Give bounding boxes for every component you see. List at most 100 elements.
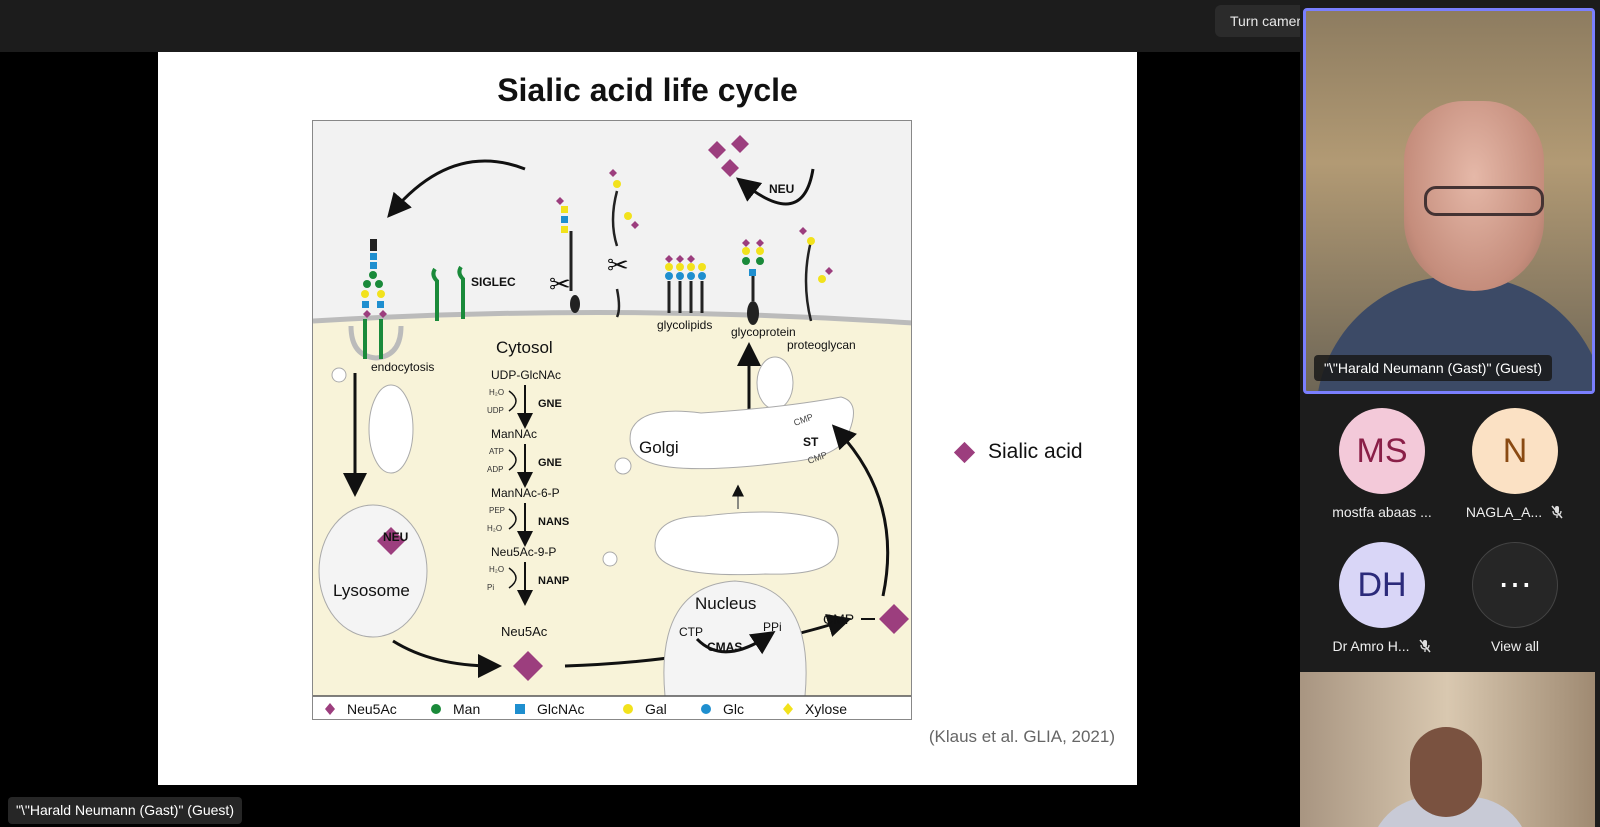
shed-glycan-2 bbox=[609, 169, 639, 229]
legend-marker bbox=[325, 703, 335, 715]
scissors-icon: ✂ bbox=[549, 269, 571, 299]
neu-arrow bbox=[735, 168, 815, 206]
cytosol-label: Cytosol bbox=[496, 338, 553, 357]
avatar: DH bbox=[1339, 542, 1425, 628]
cofactor-out: Pi bbox=[487, 583, 494, 592]
legend-marker bbox=[431, 704, 441, 714]
enzyme-label: GNE bbox=[538, 398, 562, 410]
cofactor-in: ATP bbox=[489, 447, 504, 456]
cofactor-in: H₂O bbox=[489, 565, 504, 574]
legend-label: Glc bbox=[723, 701, 744, 717]
cofactor-curl bbox=[508, 508, 517, 530]
participant-tile[interactable]: DH Dr Amro H... bbox=[1317, 542, 1447, 654]
bottom-bar: "\"Harald Neumann (Gast)" (Guest) bbox=[0, 792, 1300, 827]
cmp-neu5ac-diamond bbox=[879, 604, 909, 634]
cmp-label-right: CMP bbox=[823, 611, 854, 627]
legend-label: Xylose bbox=[805, 701, 847, 717]
recycle-arrow bbox=[387, 159, 526, 218]
participant-tile[interactable]: MS mostfa abaas ... bbox=[1317, 408, 1447, 520]
avatar: MS bbox=[1339, 408, 1425, 494]
legend-label: Gal bbox=[645, 701, 667, 717]
cofactor-curl bbox=[508, 567, 517, 589]
participant-name-row: View all bbox=[1450, 638, 1580, 654]
enzyme-label: NANS bbox=[538, 516, 569, 528]
mic-off-icon bbox=[1418, 639, 1431, 653]
enzyme-label: NANP bbox=[538, 575, 569, 587]
participant-tile[interactable]: N NAGLA_A... bbox=[1450, 408, 1580, 520]
neu-label-lysosome: NEU bbox=[383, 530, 408, 544]
legend-marker bbox=[701, 704, 711, 714]
endocytosed-glycan bbox=[361, 239, 387, 359]
nucleus-label: Nucleus bbox=[695, 594, 756, 613]
speaker-video-glasses bbox=[1424, 186, 1544, 216]
legend-marker bbox=[623, 704, 633, 714]
speaker-name-label: "\"Harald Neumann (Gast)" (Guest) bbox=[1314, 355, 1552, 381]
legend-marker bbox=[515, 704, 525, 714]
neu-label-top: NEU bbox=[769, 182, 794, 196]
more-icon: ⋯ bbox=[1472, 542, 1558, 628]
legend-marker bbox=[783, 703, 793, 715]
cofactor-out: UDP bbox=[487, 406, 504, 415]
slide-title: Sialic acid life cycle bbox=[497, 72, 798, 108]
side-legend: Sialic acid bbox=[953, 440, 1083, 464]
diagram-canvas: SIGLEC endocytosis Cytosol ✂ ✂ NEU bbox=[313, 121, 911, 717]
vesicle bbox=[756, 356, 794, 410]
side-legend-label: Sialic acid bbox=[988, 440, 1083, 463]
legend-label: Neu5Ac bbox=[347, 701, 397, 717]
active-speaker-tile[interactable]: "\"Harald Neumann (Gast)" (Guest) bbox=[1303, 8, 1595, 394]
golgi-lower bbox=[654, 511, 839, 576]
glycolipids-label: glycolipids bbox=[657, 318, 712, 332]
st-label: ST bbox=[803, 435, 819, 449]
cofactor-out: H₂O bbox=[487, 524, 502, 533]
enzyme-label: GNE bbox=[538, 457, 562, 469]
siglec-label: SIGLEC bbox=[471, 275, 516, 289]
golgi-label: Golgi bbox=[639, 438, 679, 457]
free-neu5ac-diamond bbox=[513, 651, 543, 681]
shared-screen: Sialic acid life cycle bbox=[0, 52, 1300, 792]
presenter-name-label: "\"Harald Neumann (Gast)" (Guest) bbox=[8, 797, 242, 824]
view-all-label: View all bbox=[1491, 638, 1539, 654]
ppi-label: PPi bbox=[763, 620, 782, 634]
nucleus bbox=[663, 580, 807, 697]
scissors-icon: ✂ bbox=[607, 250, 629, 280]
citation: (Klaus et al. GLIA, 2021) bbox=[928, 727, 1115, 746]
plasma-membrane bbox=[313, 309, 911, 326]
endosome bbox=[368, 384, 414, 474]
participant-name-row: mostfa abaas ... bbox=[1317, 504, 1447, 520]
cofactor-curl bbox=[508, 390, 517, 412]
shed-glycan-1 bbox=[556, 197, 568, 233]
endocytosis-label: endocytosis bbox=[371, 360, 434, 374]
lysosome bbox=[318, 504, 428, 638]
lysosome-label: Lysosome bbox=[333, 581, 410, 600]
self-video-face bbox=[1410, 727, 1482, 817]
pathway-end-metabolite: Neu5Ac bbox=[501, 624, 548, 639]
mic-off-icon bbox=[1551, 505, 1563, 519]
siglec-receptors bbox=[431, 265, 465, 321]
ctp-label: CTP bbox=[679, 625, 703, 639]
endocytic-pit bbox=[348, 325, 404, 361]
cofactor-in: H₂O bbox=[489, 388, 504, 397]
glycoprotein-icon bbox=[742, 239, 764, 325]
avatar: N bbox=[1472, 408, 1558, 494]
lysosome-export-arrow bbox=[392, 639, 502, 678]
cmp-to-golgi-arrow bbox=[831, 424, 890, 597]
presentation-slide: Sialic acid life cycle bbox=[158, 52, 1137, 785]
metabolite-label: Neu5Ac-9-P bbox=[491, 545, 556, 559]
legend-label: Man bbox=[453, 701, 480, 717]
glycolipids-icon bbox=[665, 255, 706, 313]
cofactor-in: PEP bbox=[489, 506, 505, 515]
cofactor-curl bbox=[508, 449, 517, 471]
metabolite-label: UDP-GlcNAc bbox=[491, 368, 561, 382]
participant-name: Dr Amro H... bbox=[1332, 638, 1410, 654]
proteoglycan-label: proteoglycan bbox=[787, 338, 856, 352]
participant-name: NAGLA_A... bbox=[1465, 504, 1543, 520]
participant-name-row: NAGLA_A... bbox=[1450, 504, 1580, 520]
self-view-tile[interactable] bbox=[1300, 672, 1595, 827]
cofactor-out: ADP bbox=[487, 465, 503, 474]
metabolite-label: ManNAc bbox=[491, 427, 537, 441]
participant-name-row: Dr Amro H... bbox=[1317, 638, 1447, 654]
view-all-button[interactable]: ⋯ View all bbox=[1450, 542, 1580, 654]
participant-name: mostfa abaas ... bbox=[1332, 504, 1432, 520]
